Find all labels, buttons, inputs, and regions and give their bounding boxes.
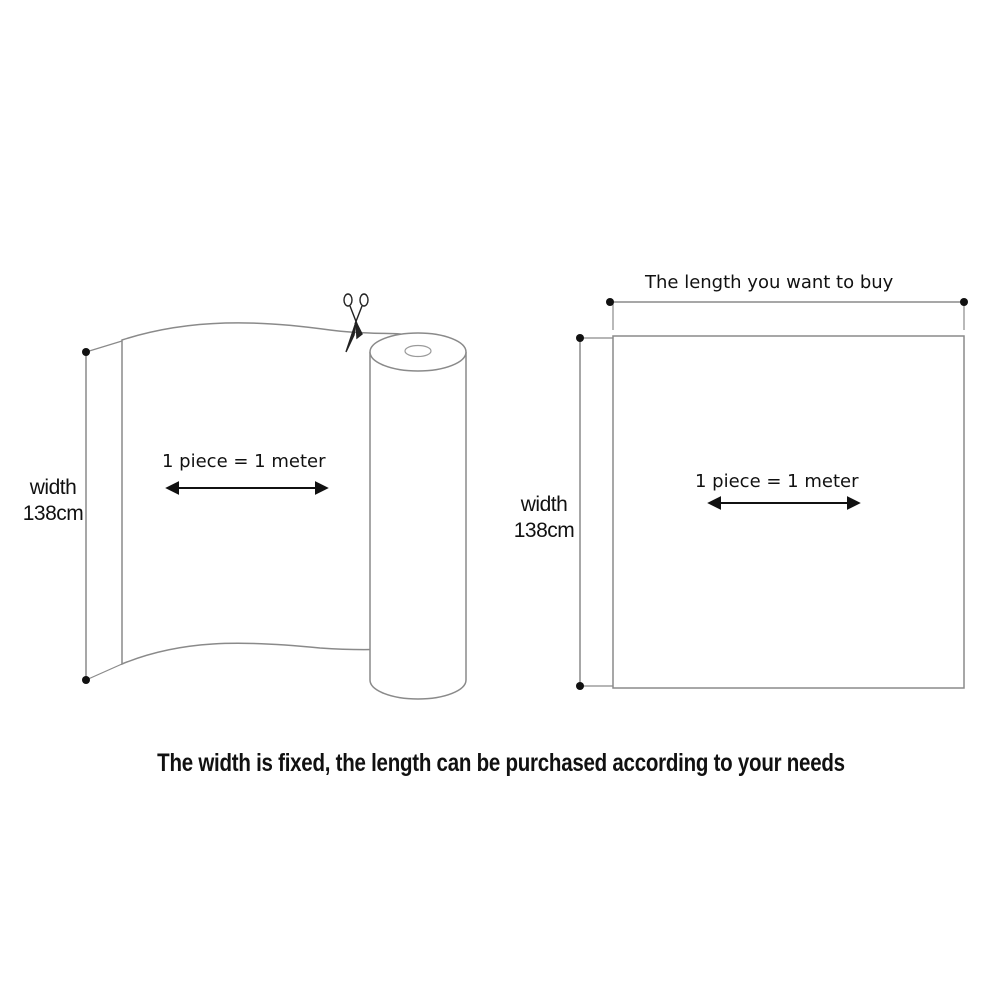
length-label: The length you want to buy [645, 272, 894, 293]
length-dimension [606, 298, 968, 330]
roll-core [404, 344, 432, 358]
left-width-dimension [82, 340, 123, 684]
right-width-dimension [576, 334, 613, 690]
right-width-label: width 138cm [508, 492, 580, 544]
caption: The width is fixed, the length can be pu… [157, 749, 845, 777]
left-width-label-line1: width [29, 476, 77, 499]
scissors-icon [343, 293, 369, 353]
right-piece-label: 1 piece = 1 meter [695, 471, 859, 492]
right-width-label-line2: 138cm [513, 519, 575, 542]
right-width-label-line1: width [520, 493, 568, 516]
fabric-sheet-outline [121, 322, 401, 666]
fabric-square [612, 335, 965, 689]
left-width-label: width 138cm [18, 475, 88, 527]
left-piece-label: 1 piece = 1 meter [162, 451, 326, 472]
fabric-roll [369, 332, 467, 700]
left-width-label-line2: 138cm [22, 502, 84, 525]
